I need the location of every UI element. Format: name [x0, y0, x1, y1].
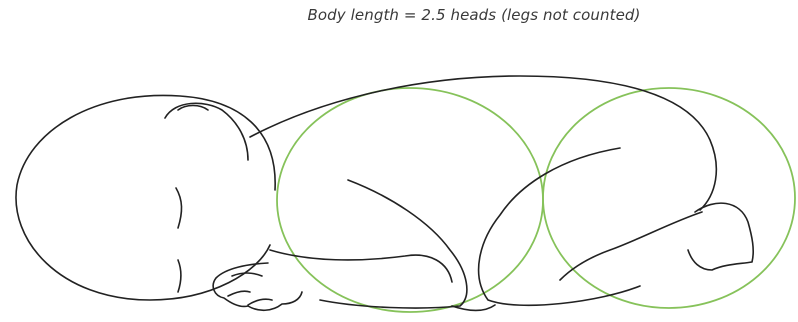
- leg-upper-curve: [560, 212, 702, 280]
- finger-2: [248, 299, 272, 305]
- leg-knee-curve: [479, 148, 640, 305]
- arm-upper: [320, 180, 467, 308]
- arm-lower: [270, 250, 452, 282]
- hand: [213, 263, 302, 310]
- ear-inner: [178, 106, 208, 111]
- head-outline: [16, 95, 275, 300]
- back-outline: [250, 76, 716, 210]
- body-guide-circle-1: [277, 88, 543, 312]
- ear: [165, 103, 248, 160]
- eye-lower: [178, 260, 181, 292]
- thumb: [232, 273, 262, 276]
- finger-1: [228, 291, 250, 296]
- body-guide-circle-2: [543, 88, 795, 308]
- eye-upper: [176, 188, 182, 228]
